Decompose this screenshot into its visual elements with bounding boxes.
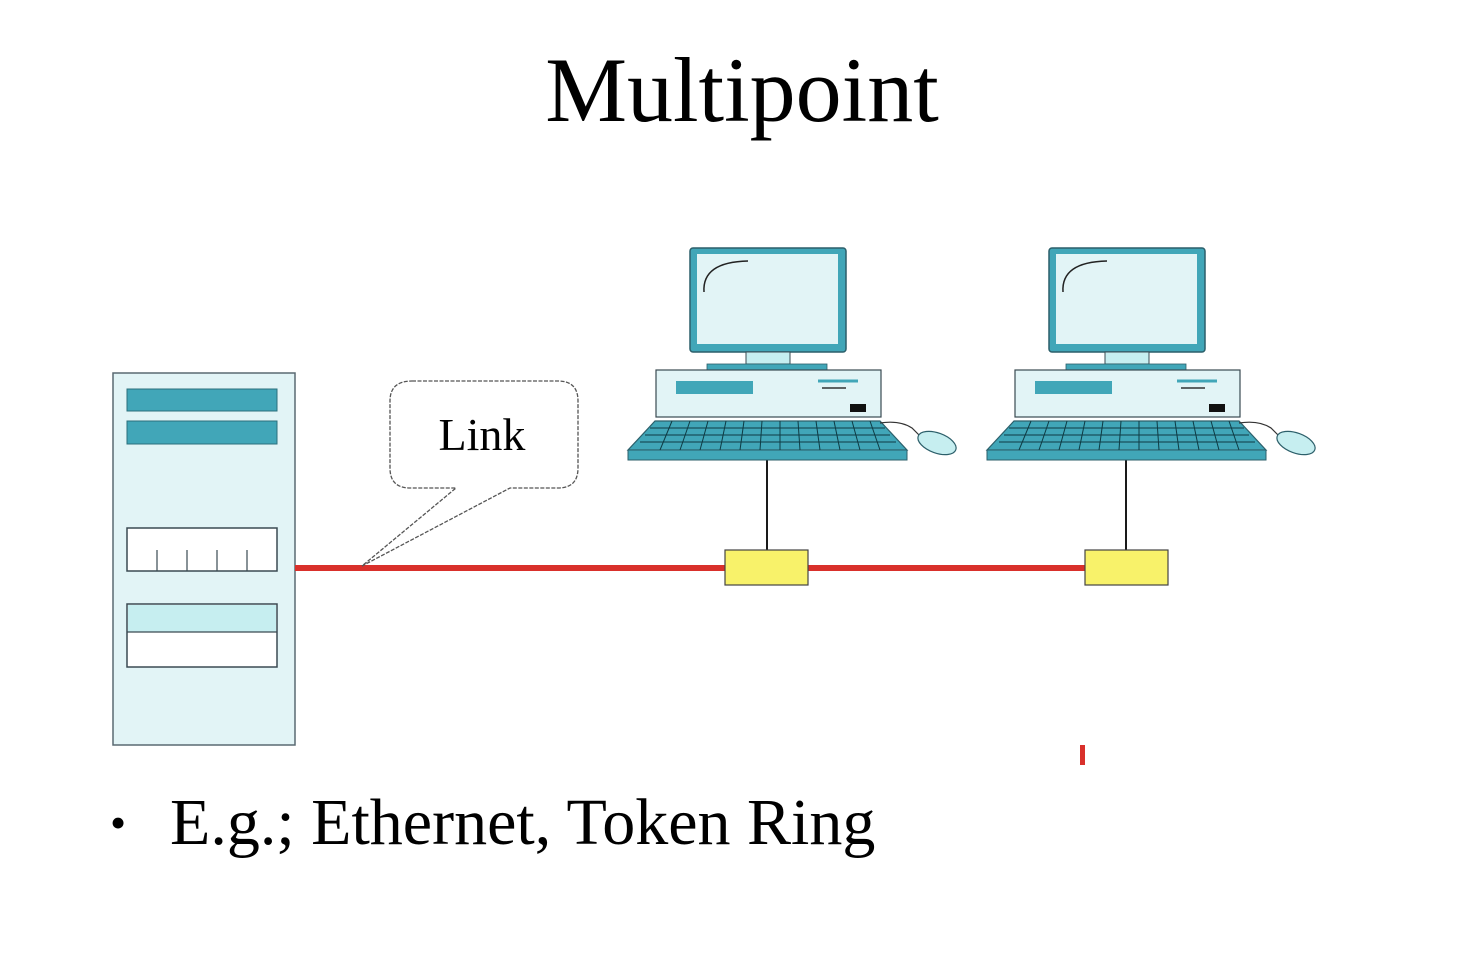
desktop-computer-icon — [626, 247, 957, 461]
tap-box-1 — [724, 549, 809, 586]
mouse-icon — [1238, 421, 1316, 456]
mouse-icon — [879, 421, 957, 456]
link-callout: Link — [361, 380, 579, 567]
bus-terminator-mark — [1080, 745, 1085, 765]
bullet-item: • E.g.; Ethernet, Token Ring — [110, 778, 875, 868]
server-tower-icon — [112, 372, 296, 746]
keyboard-icon — [626, 420, 909, 461]
tap-box-2 — [1084, 549, 1169, 586]
keyboard-icon — [985, 420, 1268, 461]
bullet-text: E.g.; Ethernet, Token Ring — [170, 786, 876, 859]
bullet-icon: • — [110, 797, 127, 848]
slide-title: Multipoint — [545, 39, 939, 141]
desktop-computer-icon — [985, 247, 1316, 461]
link-label: Link — [439, 409, 526, 460]
